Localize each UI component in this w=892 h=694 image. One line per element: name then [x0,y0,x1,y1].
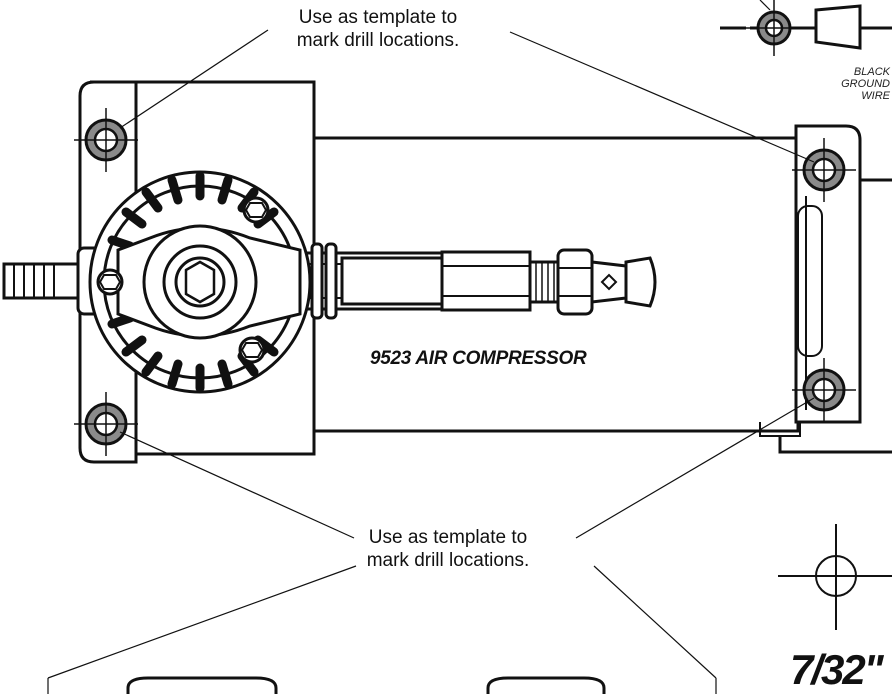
drill-hole-top-left [74,108,138,172]
pump-head [88,170,312,394]
ground-wire-label-line2: GROUND [841,78,890,90]
inlet-barb [2,246,102,316]
ground-wire-label-line1: BLACK [853,66,890,78]
drill-hole-top-right [792,138,856,202]
product-name-label: 9523 AIR COMPRESSOR [370,348,587,369]
callout-top-line2: mark drill locations. [296,30,460,51]
callout-bottom-line1: Use as template to [368,527,528,548]
right-mounting-bracket [794,124,862,424]
callout-bottom: Use as template to mark drill locations. [318,526,578,572]
ground-terminal-ring [746,0,802,56]
bottom-partial-shapes [126,676,606,694]
callout-top: Use as template to mark drill locations. [248,6,508,52]
ground-wire-label-line3: WIRE [861,90,890,102]
outlet-fitting [298,242,657,320]
leader-lines [47,0,815,694]
callout-bottom-line2: mark drill locations. [366,550,530,571]
mounting-holes [74,0,856,456]
drill-hole-bottom-right [792,358,856,422]
drill-hole-bottom-left [74,392,138,456]
drill-size-reference-mark [778,524,892,630]
ground-wire-label: BLACK GROUND WIRE [841,66,890,102]
callout-top-line1: Use as template to [298,7,458,28]
drill-size-label: 7/32" [790,646,884,693]
